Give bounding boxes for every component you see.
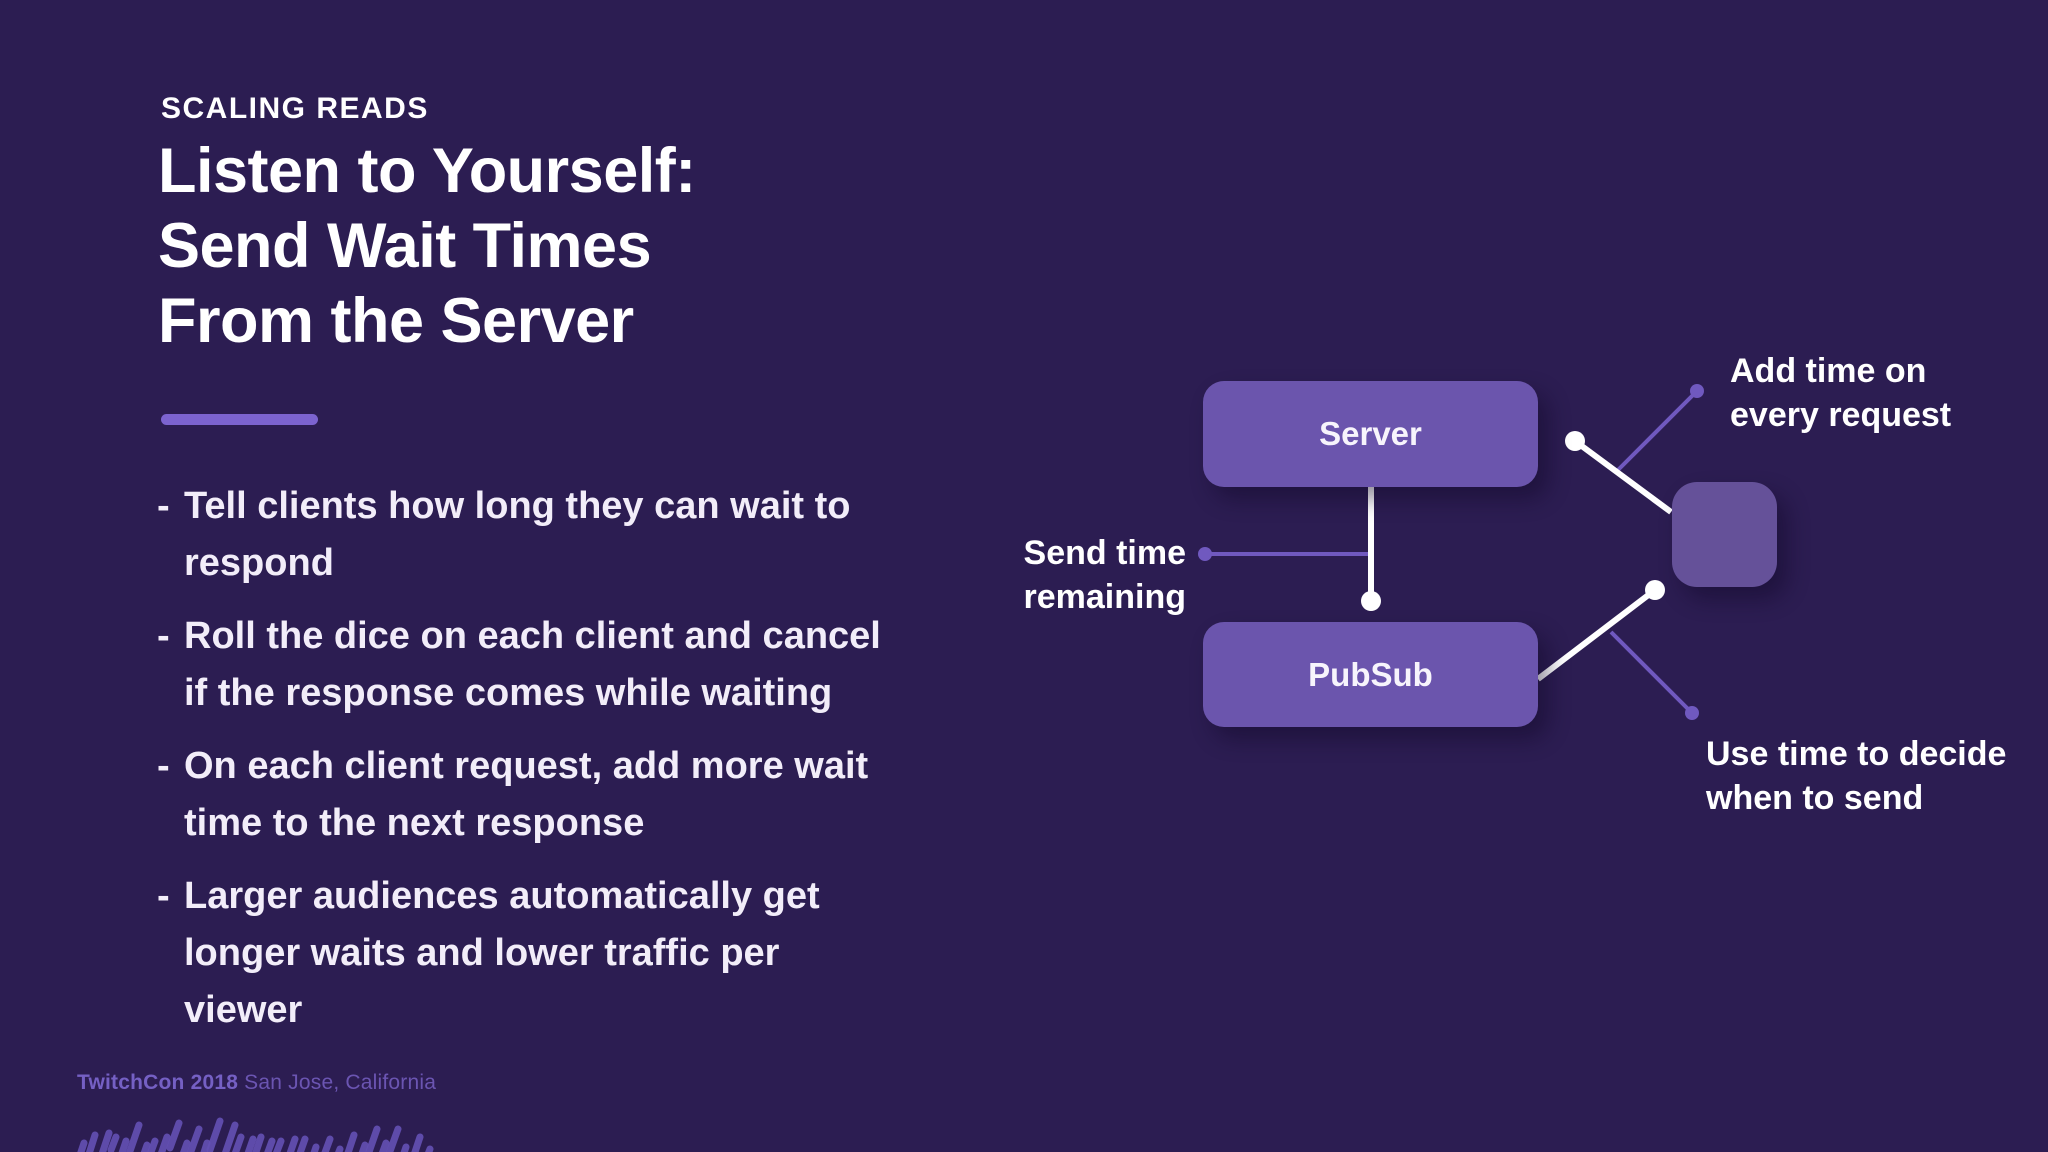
title-divider — [161, 414, 318, 425]
list-item: - On each client request, add more wait … — [157, 738, 977, 852]
pubsub-label: PubSub — [1308, 655, 1433, 693]
bullet-dash: - — [157, 485, 170, 527]
bullet-text: Tell clients how long they can wait to r… — [184, 485, 851, 584]
list-item: - Roll the dice on each client and cance… — [157, 608, 977, 722]
bullet-text: Roll the dice on each client and cancel … — [184, 615, 881, 714]
page-title: Listen to Yourself: Send Wait Times From… — [158, 136, 696, 356]
white-connector-server-client — [1565, 431, 1673, 515]
bullet-dash: - — [157, 745, 170, 787]
annotation-send-time: Send time remaining — [1023, 534, 1186, 616]
purple-connector-use-time — [1609, 630, 1699, 720]
footer-location: San Jose, California — [238, 1071, 437, 1094]
footer-event: TwitchCon 2018 — [77, 1071, 239, 1094]
annotation-use-time: Use time to decide when to send — [1706, 735, 2007, 817]
waveform-decoration — [77, 1117, 434, 1152]
footer-credit: TwitchCon 2018 San Jose, California — [77, 1071, 436, 1095]
client-box — [1672, 482, 1777, 587]
bullet-text: Larger audiences automatically get longe… — [184, 875, 820, 1031]
bullet-list: - Tell clients how long they can wait to… — [157, 478, 977, 1055]
annotation-add-time: Add time on every request — [1730, 352, 1952, 434]
bullet-dash: - — [157, 615, 170, 657]
list-item: - Tell clients how long they can wait to… — [157, 478, 977, 592]
pubsub-box: PubSub — [1203, 622, 1538, 727]
bullet-dash: - — [157, 875, 170, 917]
white-connector-server-pubsub — [1361, 486, 1381, 611]
kicker: SCALING READS — [161, 92, 429, 125]
server-label: Server — [1319, 415, 1422, 452]
purple-connector-send-time — [1198, 547, 1369, 561]
white-connector-pubsub-client — [1536, 580, 1665, 682]
bullet-text: On each client request, add more wait ti… — [184, 745, 869, 844]
purple-connector-add-time — [1616, 384, 1704, 472]
list-item: - Larger audiences automatically get lon… — [157, 868, 977, 1039]
server-box: Server — [1203, 381, 1538, 487]
